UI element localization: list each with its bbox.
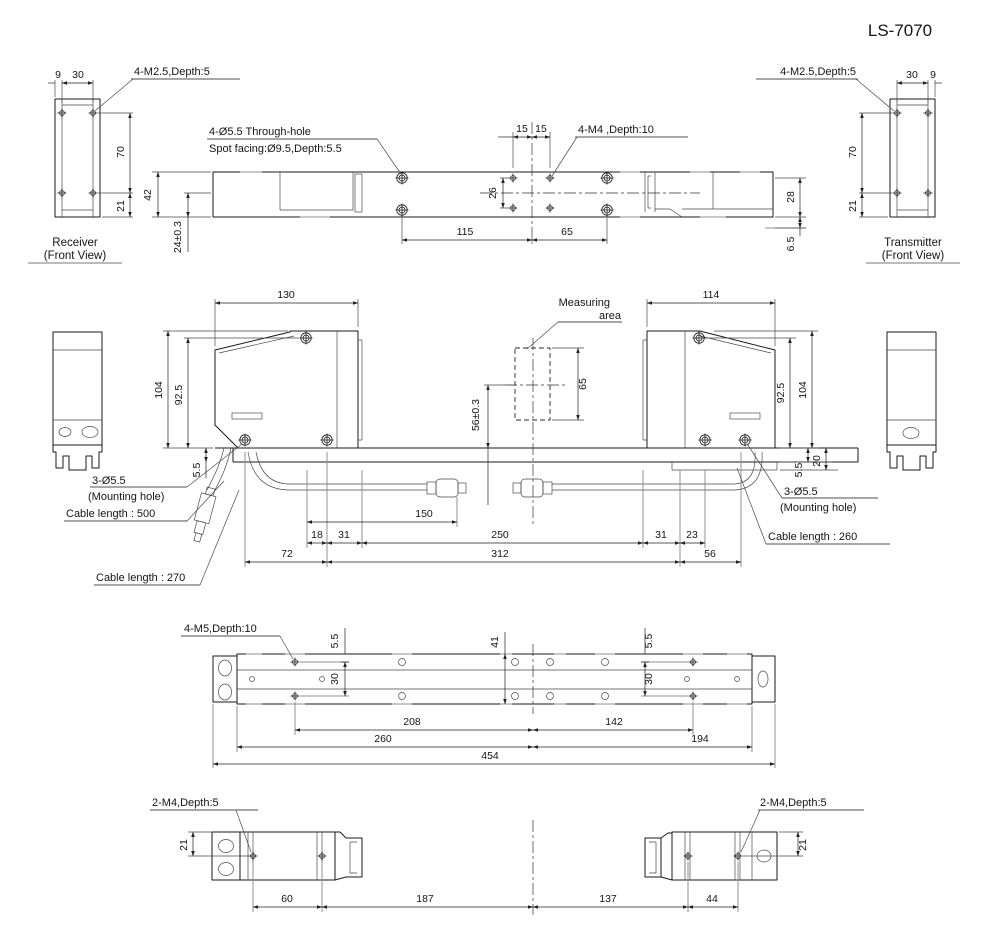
- dim-56-measuring: 56±0.3: [470, 399, 482, 431]
- dim-rx-21: 21: [115, 200, 127, 212]
- dim-rx-9: 9: [55, 69, 61, 81]
- dim-bottom-21-left: 21: [178, 839, 190, 851]
- dim-925-left: 92.5: [173, 385, 185, 406]
- drawing-title: LS-7070: [868, 21, 932, 40]
- dim-bar-41: 41: [489, 636, 501, 648]
- dim-tx-30: 30: [906, 69, 918, 81]
- callout-through-hole-2: Spot facing:Ø9.5,Depth:5.5: [209, 143, 342, 155]
- dim-top-15b: 15: [535, 123, 547, 135]
- dim-55-left: 5.5: [191, 463, 203, 478]
- dim-top-24: 24±0.3: [172, 221, 184, 253]
- dim-142: 142: [605, 716, 623, 728]
- dim-114: 114: [703, 289, 720, 301]
- transmitter-front-view: 30 9 70 21 4-M2.5,Depth:5 Transmitter (F…: [756, 66, 960, 264]
- dim-23: 23: [686, 529, 698, 541]
- dim-top-115: 115: [457, 226, 474, 238]
- dim-60: 60: [281, 893, 293, 905]
- callout-cable-260: Cable length : 260: [768, 531, 857, 543]
- callout-mount3-left-sub: (Mounting hole): [88, 491, 164, 503]
- transmitter-bottom-view: 21 2-M4,Depth:5: [644, 797, 864, 881]
- transmitter-view-subtitle: (Front View): [882, 250, 945, 262]
- dim-18: 18: [311, 529, 323, 541]
- dim-925-right: 92.5: [775, 383, 787, 404]
- dim-bar-30-left: 30: [329, 673, 341, 685]
- dim-rx-30: 30: [72, 69, 84, 81]
- dim-top-28: 28: [785, 191, 797, 203]
- cable-plug: [193, 486, 217, 543]
- dim-56: 56: [704, 548, 716, 560]
- mid-callouts: 3-Ø5.5 (Mounting hole) Cable length : 50…: [64, 443, 890, 586]
- dim-44: 44: [706, 893, 718, 905]
- transmitter-view-title: Transmitter: [884, 237, 942, 249]
- callout-m5: 4-M5,Depth:10: [184, 623, 257, 635]
- dim-187: 187: [416, 893, 434, 905]
- dim-top-26: 26: [487, 187, 499, 199]
- dim-260: 260: [374, 733, 392, 745]
- dim-bottom-21-right: 21: [797, 839, 809, 851]
- dim-31-right: 31: [655, 529, 667, 541]
- dim-312: 312: [491, 548, 509, 560]
- bottom-dimensions: 60 187 137 44: [252, 820, 739, 915]
- dim-20: 20: [811, 455, 823, 467]
- dim-65-measuring: 65: [577, 378, 589, 390]
- measuring-area-label-1: Measuring: [559, 297, 610, 309]
- receiver-view-title: Receiver: [52, 237, 98, 249]
- dim-rx-70: 70: [115, 146, 127, 158]
- dim-454: 454: [481, 750, 499, 762]
- callout-cable-500: Cable length : 500: [66, 508, 155, 520]
- top-view: 42 24±0.3 15 15 26 115 65 28 6.5 4-Ø5.5 …: [142, 122, 806, 253]
- dim-top-15a: 15: [516, 123, 528, 135]
- dim-31-left: 31: [338, 529, 350, 541]
- dim-72: 72: [281, 548, 293, 560]
- dim-bar-30-right: 30: [643, 673, 655, 685]
- base-plate: [215, 447, 859, 471]
- callout-cable-270: Cable length : 270: [96, 572, 185, 584]
- mid-dimensions: 130 114 104 92.5 5.5 92.5 104 5.5 20 150…: [153, 289, 838, 567]
- dim-208: 208: [403, 716, 421, 728]
- transmitter-side-view: [642, 330, 776, 449]
- callout-m4-bottom-right: 2-M4,Depth:5: [760, 797, 827, 809]
- receiver-view-subtitle: (Front View): [44, 250, 107, 262]
- callout-m4-top: 4-M4 ,Depth:10: [578, 124, 654, 136]
- measuring-area-label-2: area: [599, 310, 622, 322]
- dim-104-left: 104: [153, 381, 165, 399]
- dim-bar-55-right: 5.5: [643, 634, 655, 649]
- dim-55-right: 5.5: [793, 463, 805, 478]
- dim-250: 250: [491, 529, 509, 541]
- mounting-bar-view: 5.5 30 5.5 30 41 4-M5,Depth:10 208 142 2…: [181, 623, 776, 768]
- callout-mount3-right: 3-Ø5.5: [784, 486, 818, 498]
- dim-tx-21: 21: [847, 200, 859, 212]
- callout-through-hole-1: 4-Ø5.5 Through-hole: [209, 126, 311, 138]
- callout-tx-m25: 4-M2.5,Depth:5: [780, 66, 856, 78]
- receiver-bottom-view: 21 2-M4,Depth:5: [150, 797, 363, 881]
- dim-top-65: 65: [561, 226, 573, 238]
- callout-mount3-right-sub: (Mounting hole): [780, 502, 856, 514]
- dim-130: 130: [277, 289, 295, 301]
- receiver-side-view: [214, 330, 363, 449]
- receiver-rear-view: [52, 331, 103, 471]
- transmitter-rear-view: [886, 331, 937, 471]
- dim-tx-70: 70: [847, 146, 859, 158]
- dim-194: 194: [691, 733, 709, 745]
- callout-m4-bottom-left: 2-M4,Depth:5: [152, 797, 219, 809]
- dim-104-right: 104: [797, 381, 809, 399]
- callout-mount3-left: 3-Ø5.5: [92, 475, 126, 487]
- dim-137: 137: [599, 893, 617, 905]
- callout-rx-m25: 4-M2.5,Depth:5: [134, 66, 210, 78]
- dim-top-42: 42: [142, 189, 154, 201]
- dim-bar-55-left: 5.5: [329, 634, 341, 649]
- receiver-front-view: 9 30 70 21 4-M2.5,Depth:5 Receiver (Fron…: [28, 66, 240, 264]
- dim-top-65mm: 6.5: [785, 237, 797, 252]
- dim-150: 150: [415, 508, 433, 520]
- dim-tx-9: 9: [930, 69, 936, 81]
- measuring-area: 65 56±0.3 Measuring area: [470, 297, 622, 525]
